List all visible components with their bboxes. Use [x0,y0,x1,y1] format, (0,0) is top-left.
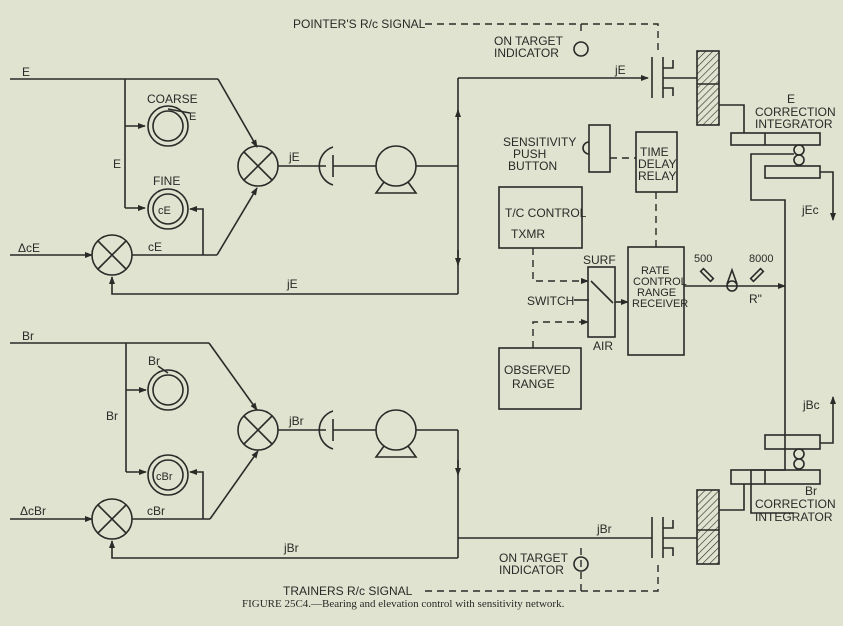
je-feedback-line [109,276,458,295]
br-integrator-2: CORRECTION [755,497,836,511]
observed-range-box [498,347,582,410]
e-main-mixer [237,145,279,187]
tc-control-label: T/C CONTROL [505,206,587,220]
observed-2: RANGE [512,377,555,391]
receiver-3: RANGE [637,287,676,299]
r-dd-label: R" [749,292,762,306]
br-main-mixer [237,409,279,451]
e-integrator-mixer [91,234,133,276]
coarse-label: COARSE [147,92,198,106]
e-input-label: E [22,65,30,79]
br-fine-dial-label: cBr [156,471,173,483]
jbr-out-label: jBr [288,414,304,428]
receiver-4: RECEIVER [632,298,688,310]
jbc-label: jBc [802,398,820,412]
bearing-section: Br Br Br cBr ΔcBr cBr [10,329,652,559]
e-motor-icon [374,145,458,194]
e-clutch-icon [318,146,376,186]
ce-to-mixer [216,187,258,256]
br-motor-icon [374,409,458,458]
on-target-bottom-1: ON TARGET [499,551,569,565]
relay-2: DELAY [638,157,676,171]
je-feedback-label: jE [286,277,298,291]
br-input-label: Br [22,329,34,343]
delta-ce-label: ΔcE [18,241,40,255]
br-coarse-dial [147,365,189,411]
e-integrator-3: INTEGRATOR [755,117,833,131]
rate-control-range-receiver [627,246,685,356]
delta-cbr-label: ΔcBr [20,504,46,518]
on-target-top-1: ON TARGET [494,34,564,48]
air-label: AIR [593,339,613,353]
receiver-1: RATE [641,265,670,277]
elevation-section: E E COARSE E FINE cE ΔcE cE [10,63,649,295]
surf-label: SURF [583,253,616,267]
br-integrator-3: INTEGRATOR [755,510,833,524]
e-correction-integrator [719,104,836,221]
r-feed-line [750,153,794,514]
je-top-label: jE [614,63,626,77]
trainers-signal-dash [425,565,659,592]
br-fine-dial [147,454,189,496]
range-max-stop [749,267,765,283]
on-target-indicator-top [573,41,589,57]
ce-to-fine [189,206,204,255]
relay-3: RELAY [638,169,676,183]
range-max-label: 8000 [749,253,773,265]
br-integrator-mixer [91,498,133,540]
je-out-label: jE [288,150,300,164]
range-knob[interactable] [726,267,738,292]
e-hatched-brake [696,50,720,126]
tc-control-txmr [498,186,583,249]
cbr-to-fine [189,469,204,519]
e-branch-label: E [113,157,121,171]
e-to-mixer [217,78,258,148]
br-branch-label: Br [106,409,118,423]
br-solenoid-clutch [651,517,697,558]
push-button-cap [582,141,590,155]
on-target-top-2: INDICATOR [494,46,559,60]
br-hatched-brake [696,489,720,565]
coarse-dial-label: E [189,111,196,123]
on-target-bottom-2: INDICATOR [499,563,564,577]
jbr-bottom-label: jBr [596,522,612,536]
br-to-mixer [208,342,258,411]
jbr-feedback-label: jBr [283,541,299,555]
br-integrator-1: Br [805,484,817,498]
sensitivity-1: SENSITIVITY [503,135,576,149]
e-solenoid-clutch [651,57,697,98]
br-clutch-icon [318,410,376,450]
on-target-indicator-bottom [573,556,589,572]
sensitivity-push-button[interactable] [588,124,611,173]
fine-dial [147,188,189,230]
observed-1: OBSERVED [504,363,571,377]
tc-to-switch-dash [532,248,589,284]
txmr-label: TXMR [511,227,545,241]
cbr-to-mixer [209,450,259,520]
receiver-2: CONTROL [633,276,687,288]
switch-label: SWITCH [527,294,574,308]
range-min-label: 500 [694,253,712,265]
e-integrator-1: E [787,92,795,106]
range-min-stop [699,267,715,283]
sensitivity-2: PUSH [513,147,546,161]
coarse-dial [147,105,191,147]
sensitivity-3: BUTTON [508,159,557,173]
pointers-signal-label: POINTER'S R/c SIGNAL [293,17,426,31]
br-coarse-label: Br [148,354,160,368]
fine-label: FINE [153,174,180,188]
fine-dial-label: cE [158,205,171,217]
figure-caption: FIGURE 25C4.—Bearing and elevation contr… [242,598,565,610]
jec-label: jEc [801,203,819,217]
cbr-label: cBr [147,504,165,518]
jbr-feedback-line [109,540,458,559]
observed-to-switch-dash [532,319,589,348]
br-correction-integrator [719,396,836,511]
relay-1: TIME [640,145,669,159]
e-integrator-2: CORRECTION [755,105,836,119]
trainers-signal-label: TRAINERS R/c SIGNAL [283,584,413,598]
pointers-signal-dash [581,23,659,55]
ce-label: cE [148,240,162,254]
switch-blade [590,280,614,304]
